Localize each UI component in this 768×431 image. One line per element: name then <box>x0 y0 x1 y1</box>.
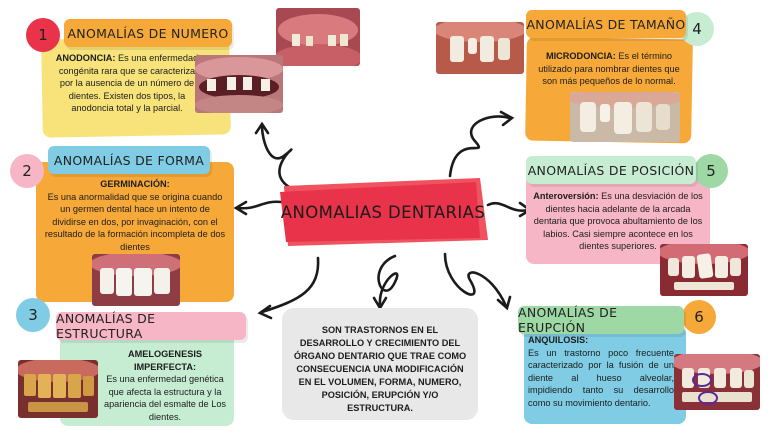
amelogenesis-desc: Es una enfermedad genética que afecta la… <box>103 374 227 422</box>
microdoncia-term: MICRODONCIA: <box>545 51 616 61</box>
section-estructura-text: AMELOGENESIS IMPERFECTA: Es una enfermed… <box>100 348 230 423</box>
center-note: SON TRASTORNOS EN EL DESARROLLO Y CRECIM… <box>293 325 467 413</box>
germinacion-desc: Es una anormalidad que se origina cuando… <box>44 191 226 252</box>
arrow-to-erupcion <box>443 252 508 308</box>
anteroversion-desc: Es una desviación de los dientes hacia a… <box>533 191 703 251</box>
section-posicion-text: Anteroversión: Es una desviación de los … <box>532 190 704 253</box>
germinacion-term: GERMINACIÓN: <box>100 179 170 189</box>
section-number-text: ANODONCIA: Es una enfermedad congénita r… <box>52 52 202 115</box>
tooth-photo-anodoncia <box>195 55 283 113</box>
tooth-photo-anodoncia-top <box>276 8 360 66</box>
arrow-to-forma <box>236 200 284 210</box>
tooth-photo-amelogenesis <box>18 360 98 418</box>
tooth-photo-microdoncia-left <box>436 22 524 74</box>
arrow-to-tamano <box>448 115 512 178</box>
anodoncia-desc: Es una enfermedad congénita rara que se … <box>58 53 199 113</box>
section-posicion-title: ANOMALÍAS DE POSICIÓN <box>526 156 696 184</box>
section-tamano-text: MICRODONCIA: Es el término utilizado par… <box>532 50 686 88</box>
arrow-to-posicion <box>486 202 530 212</box>
section-number-title: ANOMALÍAS DE NUMERO <box>64 19 232 47</box>
arrow-to-note <box>377 254 399 307</box>
main-title-box: ANOMALIAS DENTARIAS <box>280 176 490 248</box>
tooth-photo-germinacion <box>92 254 180 306</box>
arrow-to-estructura <box>260 256 320 314</box>
section-posicion-badge: 5 <box>694 154 728 188</box>
section-erupcion-title: ANOMALÍAS DE ERUPCIÓN <box>518 305 684 335</box>
section-estructura-title: ANOMALÍAS DE ESTRUCTURA <box>56 311 246 341</box>
section-forma-title: ANOMALÍAS DE FORMA <box>48 146 210 174</box>
section-estructura-badge: 3 <box>16 298 50 332</box>
center-note-card: SON TRASTORNOS EN EL DESARROLLO Y CRECIM… <box>282 308 478 420</box>
section-tamano-title: ANOMALÍAS DE TAMAÑO <box>526 10 686 38</box>
amelogenesis-term: AMELOGENESIS IMPERFECTA: <box>127 349 203 372</box>
arrow-to-number <box>260 124 302 194</box>
section-forma-text: GERMINACIÓN: Es una anormalidad que se o… <box>44 178 226 253</box>
microdoncia-desc: Es el término utilizado para nombrar die… <box>538 51 680 86</box>
anquilosis-desc: Es un trastorno poco frecuente caracteri… <box>528 347 674 408</box>
tooth-photo-anteroversion <box>660 244 748 296</box>
section-erupcion-text: ANQUILOSIS: Es un trastorno poco frecuen… <box>528 334 674 409</box>
tooth-photo-anquilosis <box>674 354 760 410</box>
anteroversion-term: Anteroversión: <box>533 191 599 201</box>
anodoncia-term: ANODONCIA: <box>55 53 116 63</box>
tooth-photo-microdoncia <box>570 92 680 142</box>
anquilosis-term: ANQUILOSIS: <box>528 335 589 345</box>
section-erupcion-card <box>524 326 686 424</box>
section-number-badge: 1 <box>26 18 60 52</box>
section-erupcion-badge: 6 <box>682 300 716 334</box>
main-title: ANOMALIAS DENTARIAS <box>280 202 486 222</box>
section-forma-badge: 2 <box>10 154 44 188</box>
